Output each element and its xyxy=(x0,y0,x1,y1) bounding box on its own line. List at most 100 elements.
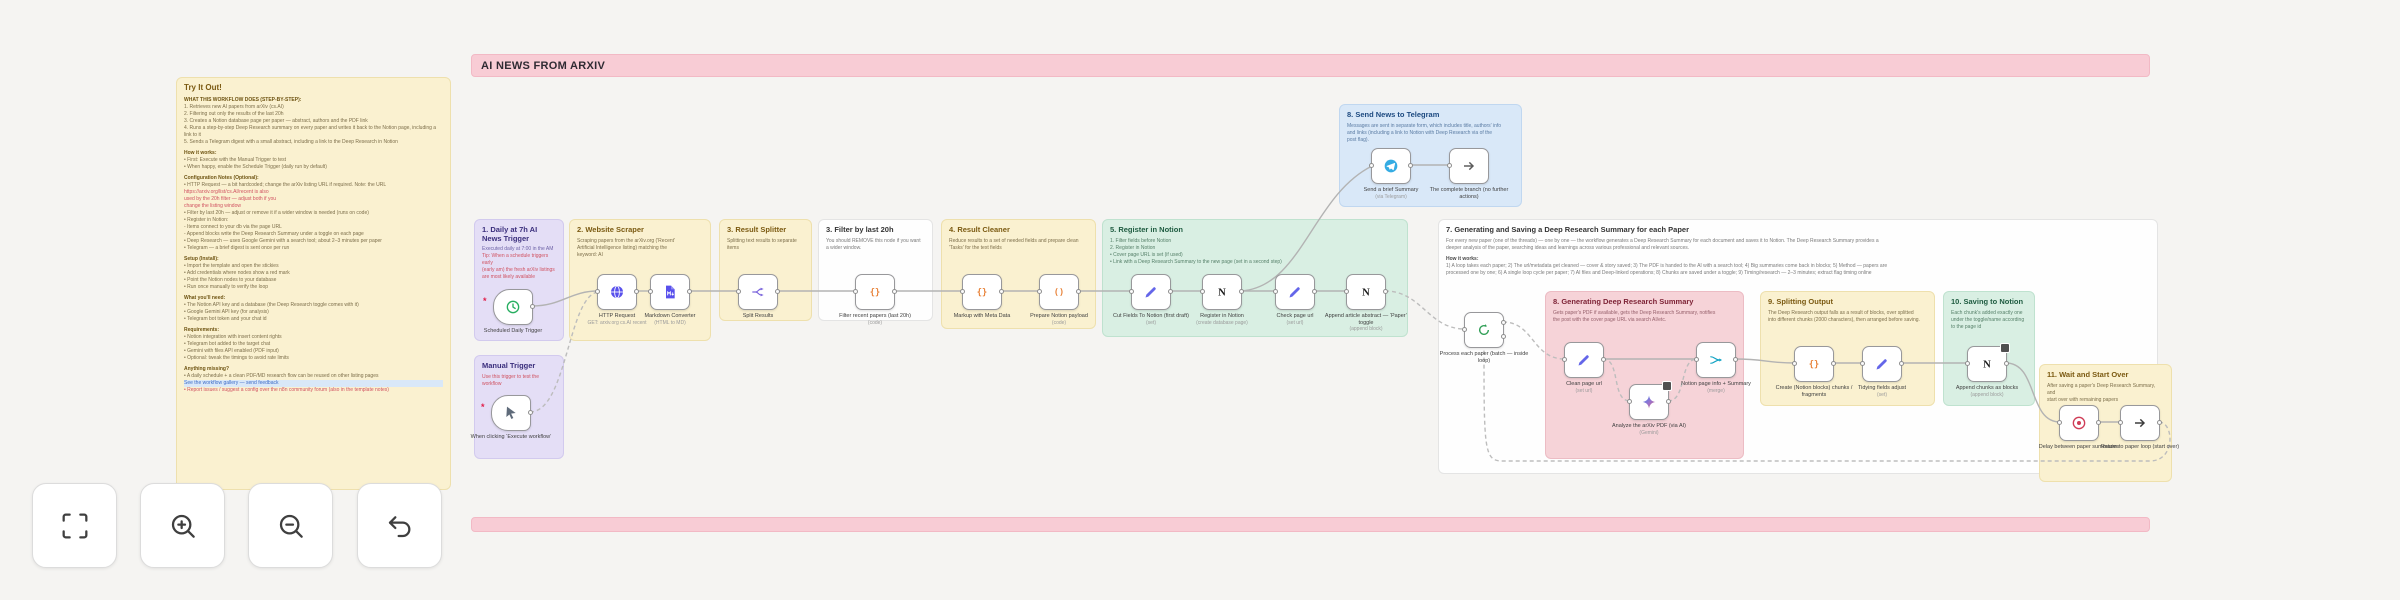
merge-icon xyxy=(1710,356,1722,364)
node-cut-fields[interactable]: Cut Fields To Notion (first draft) (set) xyxy=(1105,274,1197,326)
svg-text:{}: {} xyxy=(1809,360,1819,370)
workflow-title-sticky[interactable]: AI NEWS FROM ARXIV xyxy=(471,54,2150,77)
input-port[interactable] xyxy=(1369,163,1374,168)
node-markdown[interactable]: Markdown Converter (HTML to MD) xyxy=(624,274,716,326)
output-port[interactable] xyxy=(1601,357,1606,362)
input-port[interactable] xyxy=(1792,361,1797,366)
node-filter-code[interactable]: {} Filter recent papers (last 20h) (code… xyxy=(829,274,921,326)
loop-icon xyxy=(1479,324,1489,335)
note-title: 8. Send News to Telegram xyxy=(1347,110,1440,119)
output-port[interactable] xyxy=(1076,289,1081,294)
input-port[interactable] xyxy=(1627,399,1632,404)
node-return-loop[interactable]: Return to paper loop (start over) xyxy=(2094,405,2186,451)
telegram-icon xyxy=(1384,159,1398,173)
node-label: Prepare Notion payload xyxy=(1030,313,1088,319)
output-port[interactable] xyxy=(1383,289,1388,294)
node-tidy-fields[interactable]: Tidying fields adjust (set) xyxy=(1836,346,1928,398)
note-title: 1. Daily at 7h AI News Trigger xyxy=(482,225,538,243)
node-append-abstract[interactable]: N Append article abstract — ‘Paper’ togg… xyxy=(1320,274,1412,332)
output-port[interactable] xyxy=(530,304,535,309)
output-port[interactable] xyxy=(1239,289,1244,294)
input-port[interactable] xyxy=(1562,357,1567,362)
node-sublabel: (set url) xyxy=(1286,319,1304,326)
node-meta-code[interactable]: {} Markup with Meta Data xyxy=(936,274,1028,320)
node-append-blocks[interactable]: N Append chunks as blocks (append block) xyxy=(1941,343,2033,398)
zoom-in-button[interactable] xyxy=(140,483,225,568)
node-label: Markdown Converter xyxy=(644,313,696,319)
node-loop-batches[interactable]: Process each paper (batch — inside loop) xyxy=(1438,312,1530,364)
output-port[interactable] xyxy=(1666,399,1671,404)
node-manual-trigger[interactable]: When clicking ‘Execute workflow’ xyxy=(465,395,557,441)
node-payload-code[interactable]: () Prepare Notion payload (code) xyxy=(1013,274,1105,326)
output-port[interactable] xyxy=(999,289,1004,294)
note-body: The Deep Research output falls as a resu… xyxy=(1768,309,1920,323)
svg-text:{}: {} xyxy=(977,288,987,298)
output-port[interactable] xyxy=(1733,357,1738,362)
tool-badge xyxy=(2000,343,2010,353)
node-noop[interactable]: The complete branch (no further actions) xyxy=(1423,148,1515,200)
document-icon xyxy=(666,285,675,299)
node-merge-summary[interactable]: Notion page info + Summary (merge) xyxy=(1670,342,1762,394)
sticky-note-try-it-out[interactable]: Try It Out! WHAT THIS WORKFLOW DOES (STE… xyxy=(176,77,451,490)
output-port-done[interactable] xyxy=(1501,320,1506,325)
node-label: Scheduled Daily Trigger xyxy=(483,328,543,334)
output-port[interactable] xyxy=(1408,163,1413,168)
note-body: Splitting text results to separate items xyxy=(727,237,797,251)
input-port[interactable] xyxy=(595,289,600,294)
input-port[interactable] xyxy=(1447,163,1452,168)
input-port[interactable] xyxy=(1965,361,1970,366)
node-label: Filter recent papers (last 20h) xyxy=(839,313,911,319)
input-port[interactable] xyxy=(853,289,858,294)
note-body: Use this trigger to test the workflow xyxy=(482,373,539,387)
output-port[interactable] xyxy=(1312,289,1317,294)
code-braces-icon: {} xyxy=(870,288,880,298)
note-title: Try It Out! xyxy=(184,83,222,92)
input-port[interactable] xyxy=(648,289,653,294)
node-http-request[interactable]: HTTP Request GET: arxiv.org cs.AI recent xyxy=(571,274,663,326)
code-braces-icon: {} xyxy=(1809,360,1819,370)
fit-view-button[interactable] xyxy=(32,483,117,568)
node-schedule-trigger[interactable]: Scheduled Daily Trigger xyxy=(467,289,559,335)
output-port[interactable] xyxy=(2157,420,2162,425)
input-port[interactable] xyxy=(1273,289,1278,294)
output-port[interactable] xyxy=(2004,361,2009,366)
output-port[interactable] xyxy=(775,289,780,294)
code-braces-icon: {} xyxy=(977,288,987,298)
bottom-sticky-strip[interactable] xyxy=(471,517,2150,532)
undo-button[interactable] xyxy=(357,483,442,568)
output-port[interactable] xyxy=(687,289,692,294)
output-port[interactable] xyxy=(892,289,897,294)
input-port[interactable] xyxy=(1037,289,1042,294)
note-body: After saving a paper's Deep Research Sum… xyxy=(2047,382,2156,403)
note-body: Gets paper's PDF if available, gets the … xyxy=(1553,309,1716,323)
node-label: The complete branch (no further actions) xyxy=(1429,187,1509,200)
output-port[interactable] xyxy=(1899,361,1904,366)
input-port[interactable] xyxy=(960,289,965,294)
zoom-out-icon xyxy=(279,514,303,538)
note-title: 8. Generating Deep Research Summary xyxy=(1553,297,1694,306)
input-port[interactable] xyxy=(2118,420,2123,425)
node-label: Append article abstract — ‘Paper’ toggle xyxy=(1324,313,1408,326)
note-body: Messages are sent in separate form, whic… xyxy=(1347,122,1502,143)
output-port[interactable] xyxy=(1168,289,1173,294)
node-telegram-send[interactable]: Send a brief Summary (via Telegram) xyxy=(1345,148,1437,200)
output-port[interactable] xyxy=(528,410,533,415)
input-port[interactable] xyxy=(1344,289,1349,294)
input-port[interactable] xyxy=(2057,420,2062,425)
input-port[interactable] xyxy=(1462,327,1467,332)
input-port[interactable] xyxy=(1200,289,1205,294)
svg-text:N: N xyxy=(1218,287,1226,298)
input-port[interactable] xyxy=(736,289,741,294)
output-port-loop[interactable] xyxy=(1501,334,1506,339)
node-split-results[interactable]: Split Results xyxy=(712,274,804,320)
svg-text:N: N xyxy=(1983,359,1991,370)
node-sublabel: (set) xyxy=(1146,319,1156,326)
zoom-out-button[interactable] xyxy=(248,483,333,568)
node-sublabel: (code) xyxy=(1051,319,1067,326)
input-port[interactable] xyxy=(1129,289,1134,294)
input-port[interactable] xyxy=(1860,361,1865,366)
node-sublabel: (set) xyxy=(1877,391,1887,398)
input-port[interactable] xyxy=(1694,357,1699,362)
